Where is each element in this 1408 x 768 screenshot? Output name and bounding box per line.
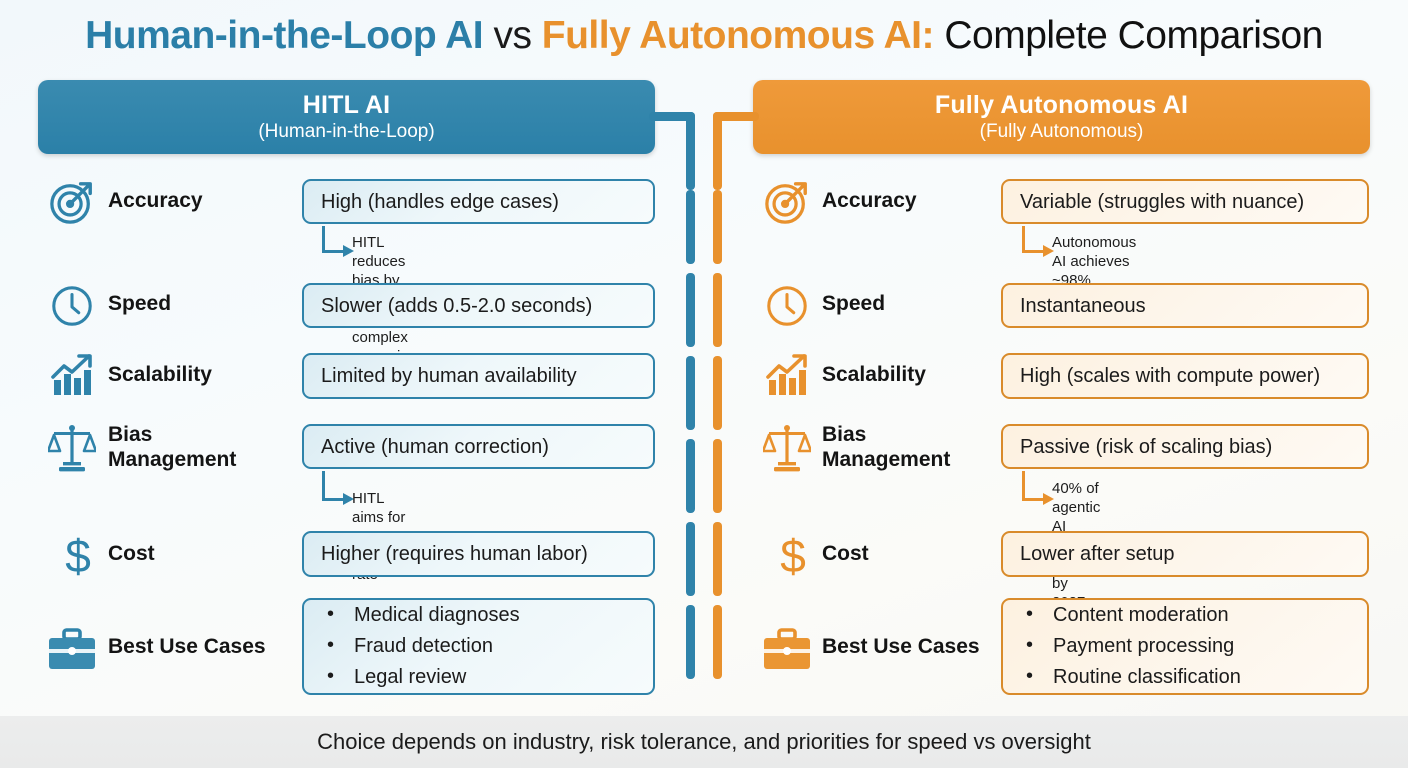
row-label-usecases-right: Best Use Cases — [822, 635, 980, 658]
value-hitl-bias: Active (human correction) — [302, 424, 655, 469]
list-item: Content moderation — [1020, 599, 1241, 631]
list-item: Routine classification — [1020, 661, 1241, 693]
row-label-accuracy-right: Accuracy — [822, 189, 917, 212]
page-title: Human-in-the-Loop AI vs Fully Autonomous… — [0, 8, 1408, 64]
target-icon — [759, 174, 815, 230]
clock-icon — [759, 278, 815, 334]
column-header-autonomous-title: Fully Autonomous AI — [934, 90, 1189, 119]
footer-text: Choice depends on industry, risk toleran… — [317, 729, 1091, 754]
clock-icon — [44, 278, 100, 334]
growth-chart-icon — [44, 348, 100, 404]
center-dashes-orange — [713, 190, 722, 688]
dollar-icon: $ — [50, 528, 106, 584]
row-label-accuracy-left: Accuracy — [108, 189, 203, 212]
row-label-bias-right: Bias Management — [822, 423, 951, 471]
value-autonomous-speed: Instantaneous — [1001, 283, 1369, 328]
growth-chart-icon — [759, 348, 815, 404]
title-part-hitl: Human-in-the-Loop AI — [85, 14, 484, 57]
row-label-speed-left: Speed — [108, 292, 172, 315]
target-icon — [44, 174, 100, 230]
title-part-vs: vs — [483, 14, 542, 57]
row-label-scalability-left: Scalability — [108, 363, 212, 386]
footer-bar: Choice depends on industry, risk toleran… — [0, 716, 1408, 768]
column-header-autonomous-subtitle: (Fully Autonomous) — [979, 120, 1144, 142]
row-label-usecases-left: Best Use Cases — [108, 635, 266, 658]
list-item: Medical diagnoses — [321, 599, 520, 631]
value-autonomous-accuracy: Variable (struggles with nuance) — [1001, 179, 1369, 224]
value-autonomous-scalability: High (scales with compute power) — [1001, 353, 1369, 399]
svg-text:$: $ — [65, 530, 91, 582]
column-header-hitl-title: HITL AI — [302, 90, 391, 119]
value-autonomous-cost: Lower after setup — [1001, 531, 1369, 577]
list-item: Payment processing — [1020, 630, 1241, 662]
column-header-hitl-subtitle: (Human-in-the-Loop) — [258, 120, 435, 142]
scales-icon — [44, 420, 100, 476]
row-label-bias-left: Bias Management — [108, 423, 237, 471]
list-item: Legal review — [321, 661, 520, 693]
title-part-autonomous: Fully Autonomous AI: — [541, 14, 935, 57]
dollar-icon: $ — [765, 528, 821, 584]
center-dashes-blue — [686, 190, 695, 688]
value-autonomous-usecases: Content moderation Payment processing Ro… — [1001, 598, 1369, 695]
column-header-hitl: HITL AI (Human-in-the-Loop) — [38, 80, 655, 154]
column-header-autonomous: Fully Autonomous AI (Fully Autonomous) — [753, 80, 1370, 154]
briefcase-icon — [759, 622, 815, 678]
list-item: Fraud detection — [321, 630, 520, 662]
row-label-scalability-right: Scalability — [822, 363, 926, 386]
value-hitl-cost: Higher (requires human labor) — [302, 531, 655, 577]
scales-icon — [759, 420, 815, 476]
usecase-list-autonomous: Content moderation Payment processing Ro… — [1020, 599, 1241, 693]
value-hitl-scalability: Limited by human availability — [302, 353, 655, 399]
briefcase-icon — [44, 622, 100, 678]
value-hitl-speed: Slower (adds 0.5-2.0 seconds) — [302, 283, 655, 328]
row-label-cost-right: Cost — [822, 542, 869, 565]
svg-text:$: $ — [780, 530, 806, 582]
title-part-suffix: Complete Comparison — [934, 14, 1323, 57]
row-label-speed-right: Speed — [822, 292, 886, 315]
value-hitl-accuracy: High (handles edge cases) — [302, 179, 655, 224]
value-hitl-usecases: Medical diagnoses Fraud detection Legal … — [302, 598, 655, 695]
usecase-list-hitl: Medical diagnoses Fraud detection Legal … — [321, 599, 520, 693]
row-label-cost-left: Cost — [108, 542, 155, 565]
value-autonomous-bias: Passive (risk of scaling bias) — [1001, 424, 1369, 469]
